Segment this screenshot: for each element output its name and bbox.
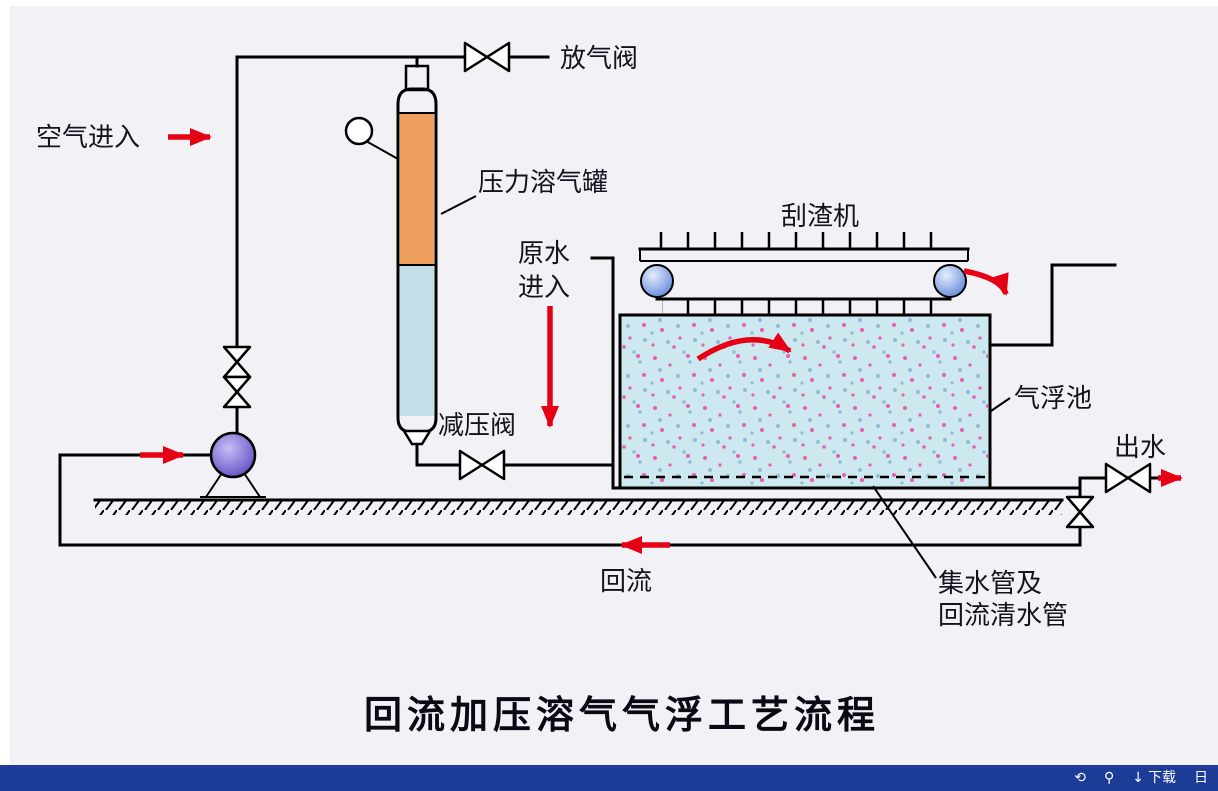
scraper-mechanism [638, 232, 970, 315]
air-inlet-valve-symbol [222, 345, 252, 409]
pin-icon[interactable]: ⚲ [1104, 770, 1115, 786]
label-scraper: 刮渣机 [781, 202, 859, 232]
ground-hatching [93, 498, 1064, 515]
tank-bottom-cone [401, 429, 433, 446]
pressure-gauge-icon [344, 116, 374, 146]
download-label: 下载 [1148, 770, 1176, 786]
download-button[interactable]: ↓ 下载 [1132, 765, 1176, 791]
pool-circulation-arrow [696, 332, 792, 362]
rotate-icon[interactable]: ⟲ [1074, 770, 1086, 786]
viewer-toolbar: ⟲ ⚲ ↓ 下载 日 [0, 765, 1218, 791]
tank-air-section [400, 113, 434, 265]
reducing-valve-symbol [458, 449, 506, 481]
air-release-valve-symbol [463, 41, 511, 73]
scum-trough [988, 263, 1117, 347]
label-air-release-valve: 放气阀 [560, 44, 638, 74]
recycle-pump [200, 431, 266, 498]
scraper-blades-bottom [662, 299, 942, 315]
label-collector-line1: 集水管及 [938, 569, 1042, 599]
flotation-pool [618, 313, 992, 490]
pool-speckles [622, 317, 988, 486]
label-pressure-tank: 压力溶气罐 [478, 168, 608, 198]
recycle-valve-symbol [1065, 495, 1095, 529]
pump-body [209, 431, 257, 479]
diagram-title: 回流加压溶气气浮工艺流程 [364, 692, 880, 737]
tank-neck [404, 64, 430, 92]
label-outlet: 出水 [1114, 433, 1166, 463]
label-reducing-valve: 减压阀 [438, 411, 516, 441]
label-air-inlet: 空气进入 [36, 123, 140, 153]
label-leader-lines [440, 195, 1011, 579]
label-raw-water-line1: 原水 [518, 239, 570, 269]
download-icon: ↓ [1132, 770, 1144, 786]
label-recycle: 回流 [600, 567, 652, 597]
pressure-tank [344, 64, 438, 446]
scraper-wheel-right [933, 264, 967, 298]
outlet-valve-symbol [1104, 462, 1152, 494]
flow-arrows [140, 128, 1183, 554]
scum-discharge-arrow [963, 268, 1009, 296]
edge-menu-label[interactable]: 日 [1194, 770, 1208, 786]
scraper-wheel-left [640, 264, 674, 298]
label-flotation-pool: 气浮池 [1014, 384, 1092, 414]
scraper-blades-top [644, 232, 956, 249]
process-diagram: 放气阀 空气进入 压力溶气罐 原水 进入 刮渣机 减压阀 气浮池 出水 回流 集… [10, 6, 1218, 765]
label-raw-water-line2: 进入 [518, 273, 570, 303]
label-collector-line2: 回流清水管 [938, 601, 1068, 631]
tank-water-section [400, 266, 434, 416]
